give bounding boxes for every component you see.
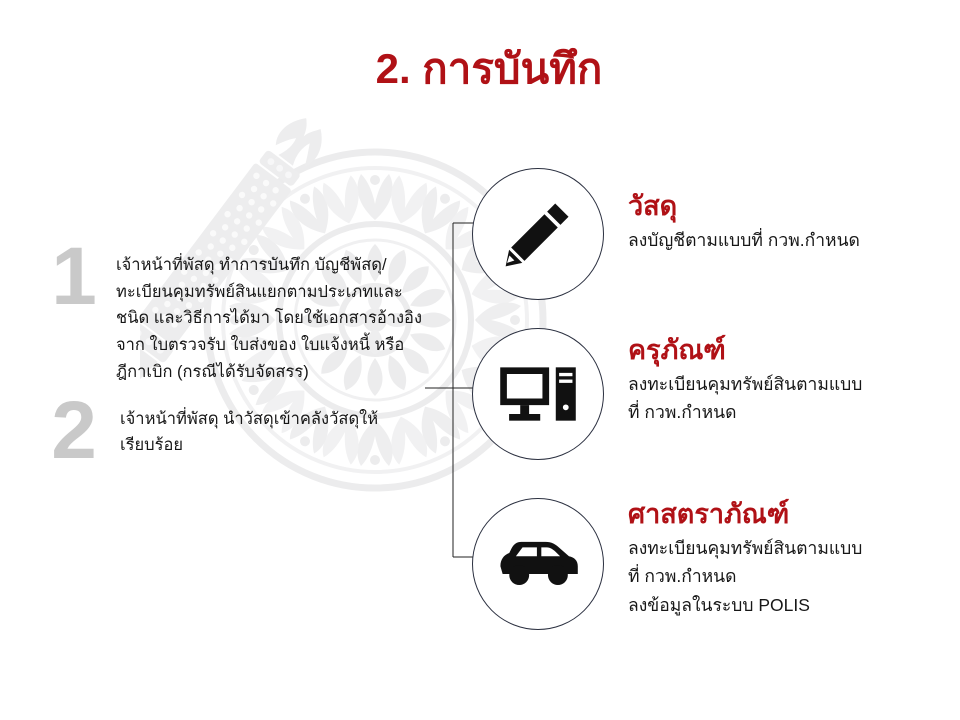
category-row: ครุภัณฑ์ ลงทะเบียนคุมทรัพย์สินตามแบบ ที่…: [472, 328, 952, 460]
category-line: ลงบัญชีตามแบบที่ กวพ.กำหนด: [628, 229, 860, 250]
step-item: 2 เจ้าหน้าที่พัสดุ นำวัสดุเข้าคลังวัสดุใ…: [34, 389, 434, 490]
category-icon-circle: [472, 328, 604, 460]
category-row: ศาสตราภัณฑ์ ลงทะเบียนคุมทรัพย์สินตามแบบ …: [472, 498, 952, 630]
category-line: ลงข้อมูลในระบบ POLIS: [628, 594, 810, 615]
category-line: ลงทะเบียนคุมทรัพย์สินตามแบบ: [628, 537, 863, 558]
category-text: ครุภัณฑ์ ลงทะเบียนคุมทรัพย์สินตามแบบ ที่…: [628, 328, 862, 427]
desktop-computer-icon: [500, 367, 576, 421]
category-text: วัสดุ ลงบัญชีตามแบบที่ กวพ.กำหนด: [628, 168, 860, 254]
step-text: เจ้าหน้าที่พัสดุ นำวัสดุเข้าคลังวัสดุให้…: [120, 409, 379, 455]
category-line: ที่ กวพ.กำหนด: [628, 566, 737, 587]
category-heading: วัสดุ: [628, 191, 678, 221]
step-item: 1 เจ้าหน้าที่พัสดุ ทำการบันทึก บัญชีพัสด…: [34, 236, 434, 386]
category-line: ลงทะเบียนคุมทรัพย์สินตามแบบ: [628, 373, 863, 394]
category-row: วัสดุ ลงบัญชีตามแบบที่ กวพ.กำหนด: [472, 168, 952, 300]
category-text: ศาสตราภัณฑ์ ลงทะเบียนคุมทรัพย์สินตามแบบ …: [628, 498, 862, 619]
step-number: 2: [51, 384, 97, 476]
slide-title: 2. การบันทึก: [0, 45, 960, 92]
slide-title-text: 2. การบันทึก: [375, 45, 603, 92]
step-text: เจ้าหน้าที่พัสดุ ทำการบันทึก บัญชีพัสดุ/…: [116, 256, 423, 381]
category-icon-circle: [472, 498, 604, 630]
category-icon-circle: [472, 168, 604, 300]
car-icon: [500, 541, 578, 585]
category-heading: ศาสตราภัณฑ์: [628, 499, 790, 529]
step-number: 1: [51, 231, 97, 322]
category-heading: ครุภัณฑ์: [628, 335, 726, 365]
category-line: ที่ กวพ.กำหนด: [628, 402, 737, 423]
steps-column: 1 เจ้าหน้าที่พัสดุ ทำการบันทึก บัญชีพัสด…: [34, 236, 434, 490]
pencil-icon: [505, 203, 569, 267]
